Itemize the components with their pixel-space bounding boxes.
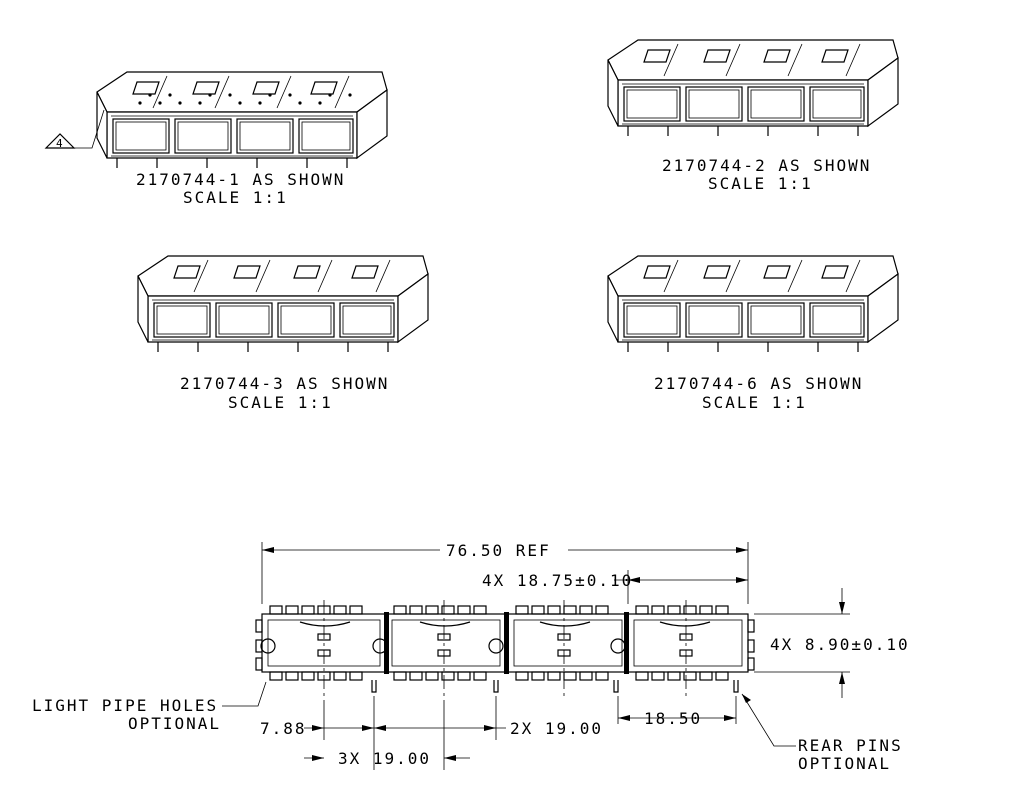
view-2-caption: 2170744-2 AS SHOWN (662, 156, 871, 175)
isometric-view-1 (96, 71, 388, 169)
dim-spacing-3x: 3X 19.00 (338, 749, 431, 768)
view-6-caption: 2170744-6 AS SHOWN (654, 374, 863, 393)
isometric-view-3 (137, 255, 429, 353)
view-3-caption: 2170744-3 AS SHOWN (180, 374, 389, 393)
dim-spacing-2x: 2X 19.00 (510, 719, 603, 738)
light-pipe-callout-line1: LIGHT PIPE HOLES (32, 696, 218, 715)
dim-height: 4X 8.90±0.10 (770, 635, 910, 654)
dim-rear: 18.50 (644, 709, 702, 728)
view-2-scale: SCALE 1:1 (708, 174, 813, 193)
view-1-caption: 2170744-1 AS SHOWN (136, 170, 345, 189)
vent-pattern (138, 93, 352, 105)
front-view (255, 600, 755, 700)
dim-pitch: 4X 18.75±0.10 (482, 571, 633, 590)
note-flag-number: 4 (56, 137, 63, 150)
note-flag: 4 (44, 109, 105, 150)
dimension-lines (222, 542, 850, 770)
dim-offset: 7.88 (260, 719, 307, 738)
view-6-scale: SCALE 1:1 (702, 393, 807, 412)
view-1-scale: SCALE 1:1 (183, 188, 288, 207)
isometric-view-2 (607, 39, 899, 137)
rear-pins-callout-line2: OPTIONAL (798, 754, 891, 773)
rear-pins-callout-line1: REAR PINS (798, 736, 903, 755)
view-3-scale: SCALE 1:1 (228, 393, 333, 412)
dim-overall: 76.50 REF (446, 541, 551, 560)
light-pipe-callout-line2: OPTIONAL (128, 714, 221, 733)
isometric-view-6 (607, 255, 899, 353)
